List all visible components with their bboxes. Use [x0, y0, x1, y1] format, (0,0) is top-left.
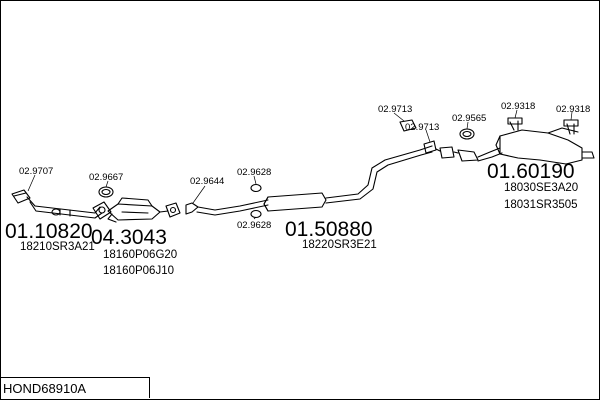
part-number-hanger-rear-a: 02.9318: [501, 101, 535, 112]
rising-pipe-drawing: [325, 145, 433, 204]
leader-lines: [27, 109, 573, 220]
oem-code-rear-silencer-2: 18031SR3505: [504, 199, 578, 211]
part-number-gasket-cat-ring: 02.9667: [89, 172, 123, 183]
oem-code-rear-silencer-1: 18030SE3A20: [504, 182, 578, 194]
oem-code-catalyst-2: 18160P06J10: [103, 265, 174, 277]
part-number-clamp-mid-top: 02.9628: [237, 167, 271, 178]
part-number-catalyst: 04.3043: [91, 226, 167, 249]
gasket-ring-drawing: [92, 186, 114, 220]
part-number-gasket-rear: 02.9565: [452, 113, 486, 124]
catalyst-drawing: [107, 197, 169, 223]
rear-silencer-drawing: [477, 117, 595, 165]
oem-code-middle-silencer: 18220SR3E21: [302, 239, 377, 251]
oem-code-front-pipe: 18210SR3A21: [20, 241, 95, 253]
diagram-id-label: HOND68910A: [0, 377, 150, 398]
part-number-front-pipe: 01.10820: [5, 220, 93, 243]
part-number-middle-silencer: 01.50880: [285, 218, 373, 241]
oem-code-catalyst-1: 18160P06G20: [103, 249, 177, 261]
intermediate-pipe-drawing: [185, 183, 269, 219]
part-number-clamp-rear-a: 02.9713: [378, 104, 412, 115]
part-number-clamp-mid-bottom: 02.9628: [237, 220, 271, 231]
part-number-clamp-rear-b: 02.9713: [405, 122, 439, 133]
part-number-gasket-front-left: 02.9707: [19, 166, 53, 177]
part-number-hanger-rear-b: 02.9318: [556, 104, 590, 115]
front-pipe-drawing: [11, 189, 103, 219]
part-number-gasket-cat-rear: 02.9644: [190, 176, 224, 187]
middle-silencer-drawing: [263, 192, 327, 212]
part-number-rear-silencer: 01.60190: [487, 160, 575, 183]
cat-rear-gasket-drawing: [165, 202, 181, 218]
